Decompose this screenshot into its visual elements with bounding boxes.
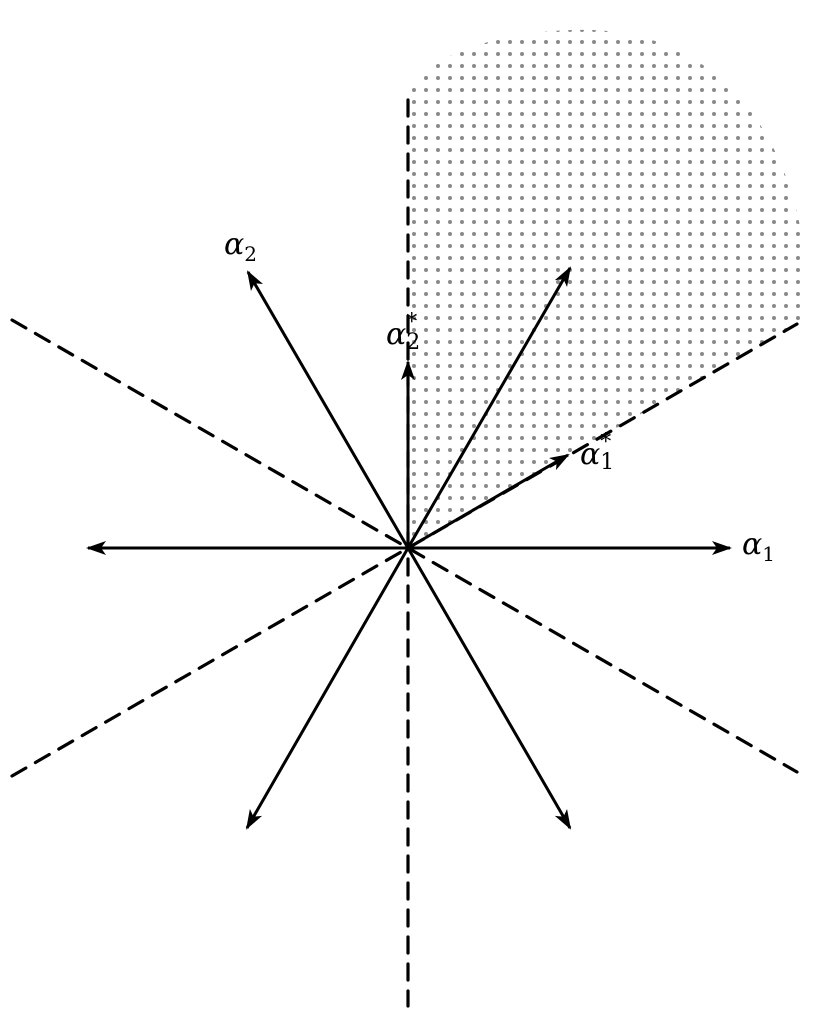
dual-root-alpha1-star-arrow bbox=[407, 453, 570, 550]
root-neg-alpha2-arrow bbox=[406, 547, 572, 830]
label-alpha1: α1 bbox=[742, 527, 775, 566]
label-alpha2: α2 bbox=[224, 227, 257, 266]
label-alpha1-star: α*1 bbox=[580, 432, 616, 476]
label-alpha1-star-base: α bbox=[580, 437, 601, 472]
roots bbox=[86, 266, 732, 830]
shaded-chamber bbox=[408, 29, 807, 549]
wall-ascending bbox=[10, 322, 799, 778]
root-neg-alpha1-plus-alpha2-arrow bbox=[245, 547, 410, 830]
label-alpha1-star-sup: * bbox=[600, 430, 612, 455]
wall-descending bbox=[10, 318, 799, 774]
label-alpha2-star-base: α bbox=[386, 317, 407, 352]
label-alpha2-base: α bbox=[224, 227, 245, 262]
root-alpha1-plus-alpha2-arrow bbox=[406, 266, 572, 549]
root-alpha2-arrow bbox=[246, 270, 410, 549]
label-alpha2-star-sup: * bbox=[406, 310, 418, 335]
label-alpha2-sub: 2 bbox=[244, 242, 257, 266]
label-alpha1-sub: 1 bbox=[762, 542, 775, 566]
label-alpha2-star: α*2 bbox=[386, 312, 422, 356]
label-alpha2-star-sub: 2 bbox=[406, 330, 421, 355]
label-alpha1-star-sub: 1 bbox=[600, 450, 615, 475]
walls bbox=[10, 98, 799, 1008]
label-alpha1-base: α bbox=[742, 527, 763, 562]
